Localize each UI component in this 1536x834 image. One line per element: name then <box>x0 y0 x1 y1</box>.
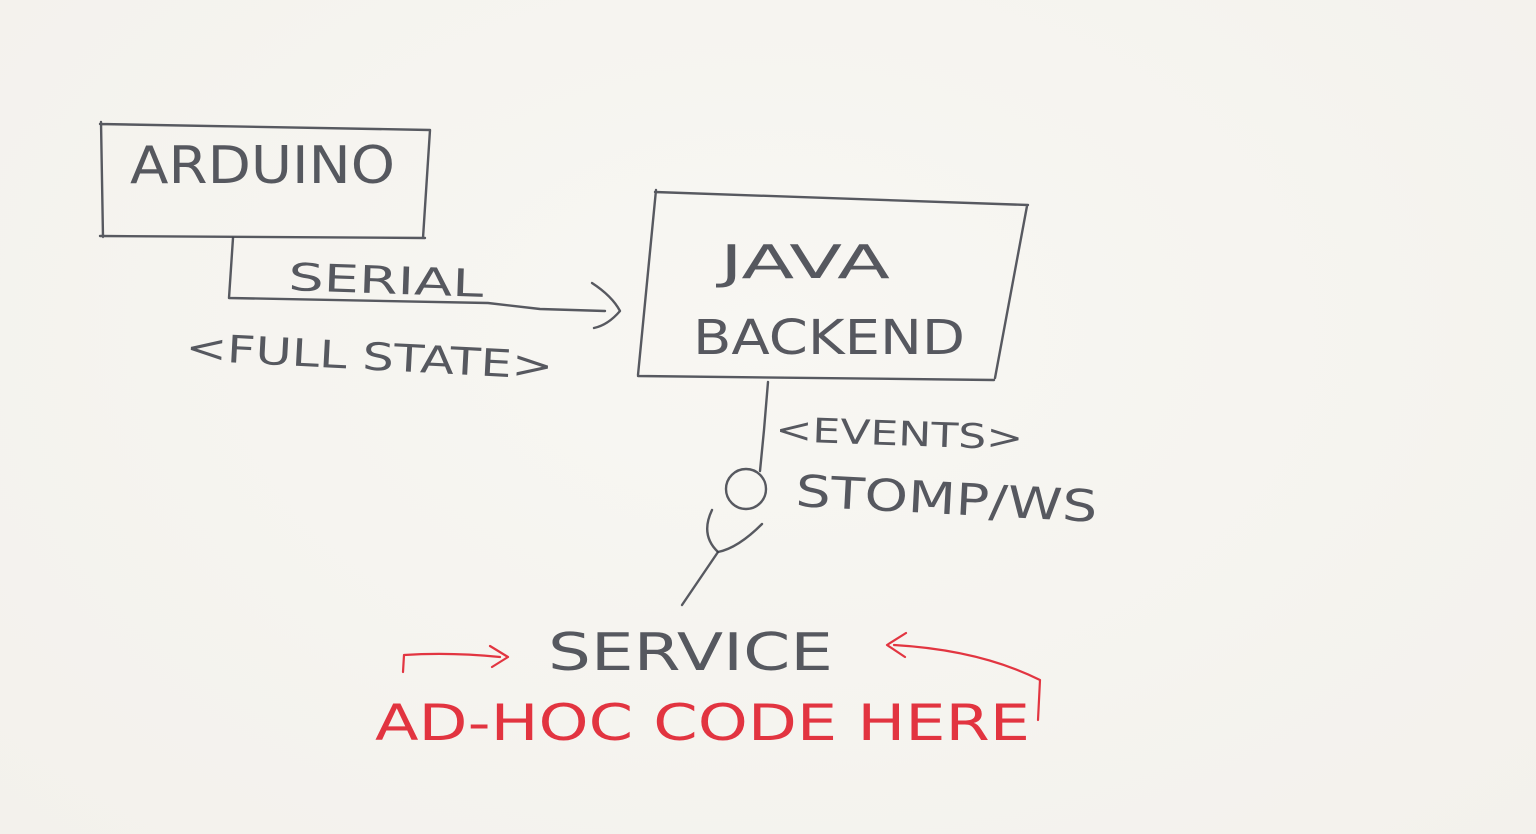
backend-label-line2: BACKEND <box>693 310 965 366</box>
arduino-label: ARDUINO <box>130 136 395 196</box>
backend-label-line1: JAVA <box>715 235 891 289</box>
interface-circle <box>724 467 768 511</box>
backend-node: JAVA BACKEND <box>636 188 1030 382</box>
full-state-label: <FULL STATE> <box>185 325 555 388</box>
service-node: SERVICE <box>548 623 833 683</box>
right-red-arrow <box>885 631 1042 722</box>
adhoc-annotation: AD-HOC CODE HERE <box>375 631 1042 752</box>
events-label: <EVENTS> <box>775 410 1024 459</box>
adhoc-code-label: AD-HOC CODE HERE <box>375 694 1030 752</box>
left-red-arrow <box>401 644 510 674</box>
serial-edge: SERIAL <FULL STATE> <box>185 236 622 388</box>
stomp-edge: <EVENTS> STOMP/WS <box>680 380 1099 607</box>
service-label: SERVICE <box>548 623 833 683</box>
stomp-ws-label: STOMP/WS <box>794 466 1098 533</box>
serial-label: SERIAL <box>288 255 484 306</box>
serial-line <box>227 236 607 313</box>
stomp-line <box>758 380 770 473</box>
service-connector <box>680 550 720 607</box>
arduino-box <box>98 120 432 240</box>
arduino-node: ARDUINO <box>98 120 432 240</box>
backend-box <box>636 188 1030 382</box>
serial-arrowhead <box>590 281 622 330</box>
interface-socket <box>706 508 764 554</box>
